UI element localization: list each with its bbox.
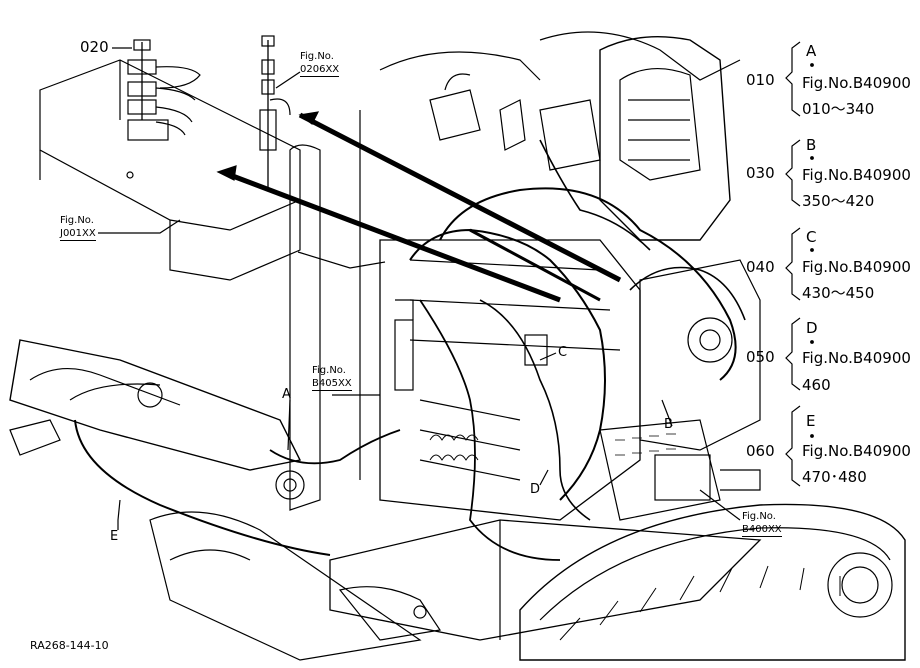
callout-c: C <box>558 345 568 360</box>
reference-letter: C <box>806 228 817 246</box>
fig-j001-callout: Fig.No. J001XX <box>60 216 96 241</box>
reference-number: 060 <box>746 442 775 460</box>
callout-d: D <box>530 482 541 497</box>
reference-fig: Fig.No.B40900 <box>802 166 911 184</box>
reference-fig: Fig.No.B40900 <box>802 349 911 367</box>
reference-number: 030 <box>746 164 775 182</box>
callout-e: E <box>110 529 119 544</box>
fig-0206-code: 0206XX <box>300 64 340 77</box>
reference-letter: B <box>806 136 817 154</box>
reference-range: 010～340 <box>802 100 875 118</box>
reference-range: 430～450 <box>802 284 875 302</box>
fig-0206-callout: Fig.No. 0206XX <box>300 51 340 77</box>
reference-fig: Fig.No.B40900 <box>802 442 911 460</box>
part-020-label: 020 <box>80 38 109 56</box>
reference-range: 460 <box>802 376 831 394</box>
reference-fig: Fig.No.B40900 <box>802 74 911 92</box>
drawing-id: RA268-144-10 <box>30 639 109 652</box>
fig-b405-prefix: Fig.No. <box>312 365 346 376</box>
fig-b400-callout: Fig.No. B400XX <box>742 512 782 537</box>
reference-fig: Fig.No.B40900 <box>802 258 911 276</box>
fig-b405-code: B405XX <box>312 378 352 391</box>
reference-letter: E <box>806 412 816 430</box>
fig-0206-prefix: Fig.No. <box>300 51 334 62</box>
reference-range: 470･480 <box>802 468 867 486</box>
reference-letter: D <box>806 319 818 337</box>
callout-b: B <box>664 417 673 432</box>
reference-number: 040 <box>746 258 775 276</box>
fig-b400-prefix: Fig.No. <box>742 511 776 522</box>
reference-range: 350～420 <box>802 192 875 210</box>
fig-b405-callout: Fig.No. B405XX <box>312 366 352 391</box>
fig-j001-prefix: Fig.No. <box>60 215 94 226</box>
fig-j001-code: J001XX <box>60 228 96 241</box>
reference-letter: A <box>806 42 817 60</box>
callout-a: A <box>282 387 291 402</box>
fig-b400-code: B400XX <box>742 524 782 537</box>
reference-number: 010 <box>746 71 775 89</box>
reference-number: 050 <box>746 348 775 366</box>
